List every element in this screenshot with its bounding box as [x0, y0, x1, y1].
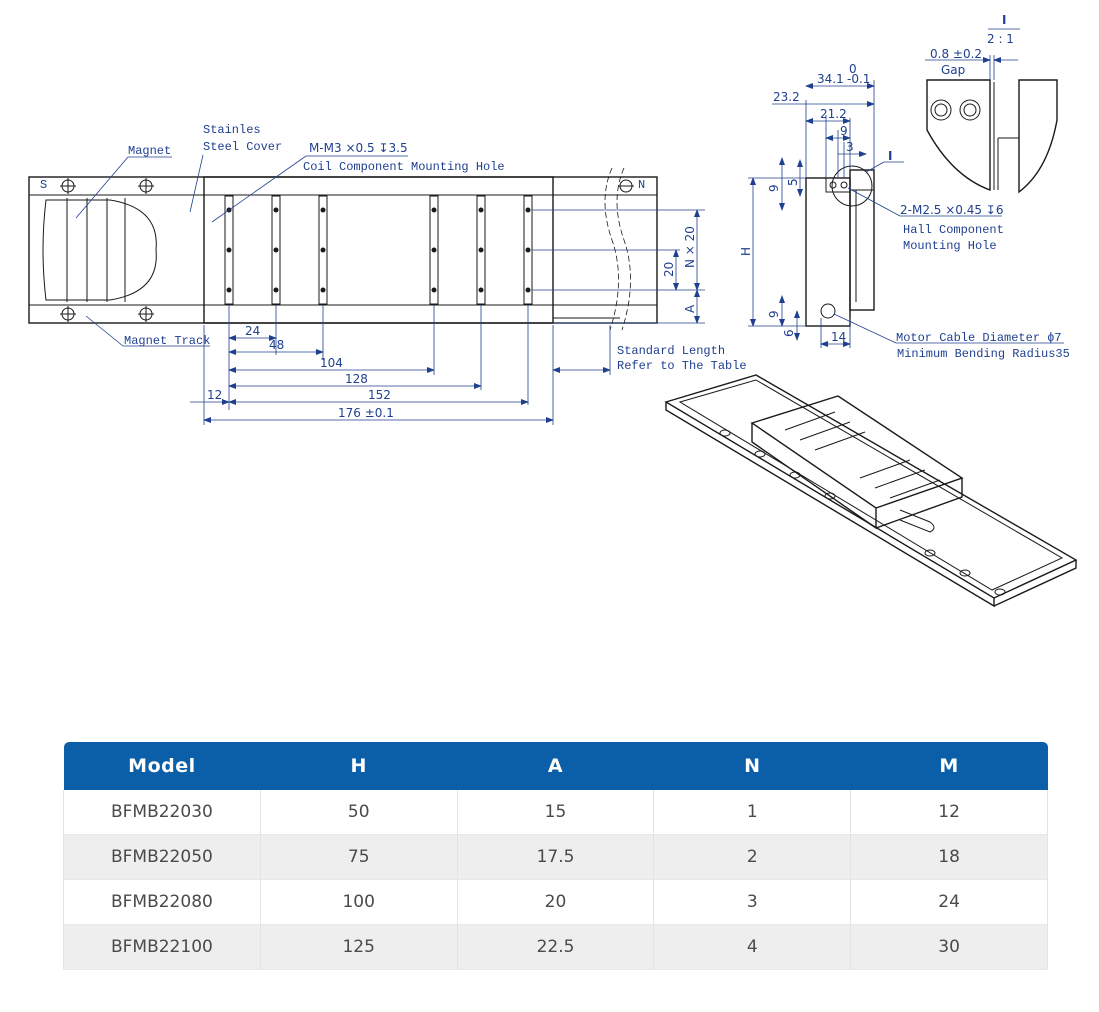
dim-14: 14: [831, 330, 846, 344]
standard-length-ref: Refer to The Table: [617, 359, 747, 373]
dim-9b: 9: [767, 310, 781, 318]
detail-view: I 2 : 1 0.8 ±0.2 Gap: [925, 13, 1058, 194]
dim-23-2: 23.2: [773, 90, 800, 104]
header-model: Model: [63, 742, 261, 790]
magnet-track-label: Magnet Track: [124, 334, 210, 348]
spec-table: Model H A N M BFMB22030 50 15 1 12 BFMB2…: [63, 742, 1048, 970]
gap-value: 0.8 ±0.2: [930, 47, 982, 61]
standard-length-label: Standard Length: [617, 344, 725, 358]
dim-48: 48: [269, 338, 284, 352]
cell-n: 2: [653, 834, 851, 880]
cell-m: 30: [850, 924, 1048, 970]
cell-a: 17.5: [456, 834, 654, 880]
dim-9a: 9: [767, 184, 781, 192]
dim-104: 104: [320, 356, 343, 370]
cell-h: 50: [259, 790, 458, 835]
pole-s-label: S: [40, 178, 47, 192]
detail-scale: 2 : 1: [987, 32, 1014, 46]
header-h: H: [260, 742, 458, 790]
gap-label: Gap: [941, 63, 965, 77]
thread-spec-label: M-M3 ×0.5 ↧3.5: [309, 141, 408, 155]
dim-20: 20: [662, 262, 676, 277]
header-m: M: [850, 742, 1048, 790]
dim-h: H: [739, 247, 753, 256]
cell-h: 100: [259, 879, 458, 925]
dim-152: 152: [368, 388, 391, 402]
cell-a: 20: [456, 879, 654, 925]
table-row: BFMB22080 100 20 3 24: [63, 879, 1048, 925]
dim-9c: 9: [840, 124, 848, 138]
dim-3: 3: [846, 140, 854, 154]
dim-24: 24: [245, 324, 260, 338]
dim-21-2: 21.2: [820, 107, 847, 121]
table-header-row: Model H A N M: [63, 742, 1048, 790]
detail-mark: I: [1002, 13, 1006, 27]
table-row: BFMB22100 125 22.5 4 30: [63, 924, 1048, 970]
cell-model: BFMB22080: [63, 879, 261, 925]
dim-tol-lower: -0.1: [847, 72, 870, 86]
dim-128: 128: [345, 372, 368, 386]
cell-n: 1: [653, 790, 851, 835]
table-row: BFMB22030 50 15 1 12: [63, 790, 1048, 835]
cell-h: 75: [259, 834, 458, 880]
technical-drawing: S N Magnet Stainles Steel Cover M-M3 ×0.…: [28, 13, 1078, 608]
coil-slots: [224, 195, 533, 305]
side-view: I H 9 5 9 6 14 23.2 34.1 0 -0.1 21.2 9: [739, 62, 1070, 361]
track-hole: [138, 178, 154, 194]
track-hole: [618, 179, 634, 193]
coil-hole-label: Coil Component Mounting Hole: [303, 160, 505, 174]
detail-mark-side: I: [888, 149, 892, 163]
dim-6: 6: [782, 329, 796, 337]
header-n: N: [653, 742, 851, 790]
dim-34-1: 34.1: [817, 72, 844, 86]
front-view: S N Magnet Stainles Steel Cover M-M3 ×0.…: [28, 123, 747, 425]
track-hole: [60, 178, 76, 194]
dim-a: A: [683, 304, 697, 313]
cell-h: 125: [259, 924, 458, 970]
hall-label-line2: Mounting Hole: [903, 239, 997, 253]
magnet-label: Magnet: [128, 144, 171, 158]
cable-label-line2: Minimum Bending Radius35: [897, 347, 1070, 361]
pole-n-label: N: [638, 178, 645, 192]
dim-176: 176 ±0.1: [338, 406, 394, 420]
track-hole: [138, 306, 154, 322]
track-hole: [60, 306, 76, 322]
hall-label-line1: Hall Component: [903, 223, 1004, 237]
dim-tol-upper: 0: [849, 62, 857, 76]
dim-12: 12: [207, 388, 222, 402]
cover-label-line1: Stainles: [203, 123, 261, 137]
cell-a: 22.5: [456, 924, 654, 970]
cable-label-line1: Motor Cable Diameter ϕ7: [896, 331, 1062, 345]
cell-model: BFMB22050: [63, 834, 261, 880]
cell-m: 12: [850, 790, 1048, 835]
hall-spec-label: 2-M2.5 ×0.45 ↧6: [900, 203, 1004, 217]
cell-m: 18: [850, 834, 1048, 880]
cell-a: 15: [456, 790, 654, 835]
cell-n: 4: [653, 924, 851, 970]
cover-label-line2: Steel Cover: [203, 140, 282, 154]
cell-n: 3: [653, 879, 851, 925]
isometric-view: [664, 374, 1078, 608]
dim-nx20: N × 20: [683, 226, 697, 268]
table-row: BFMB22050 75 17.5 2 18: [63, 834, 1048, 880]
cell-m: 24: [850, 879, 1048, 925]
cell-model: BFMB22100: [63, 924, 261, 970]
cell-model: BFMB22030: [63, 790, 261, 835]
header-a: A: [457, 742, 654, 790]
dim-5: 5: [786, 178, 800, 186]
